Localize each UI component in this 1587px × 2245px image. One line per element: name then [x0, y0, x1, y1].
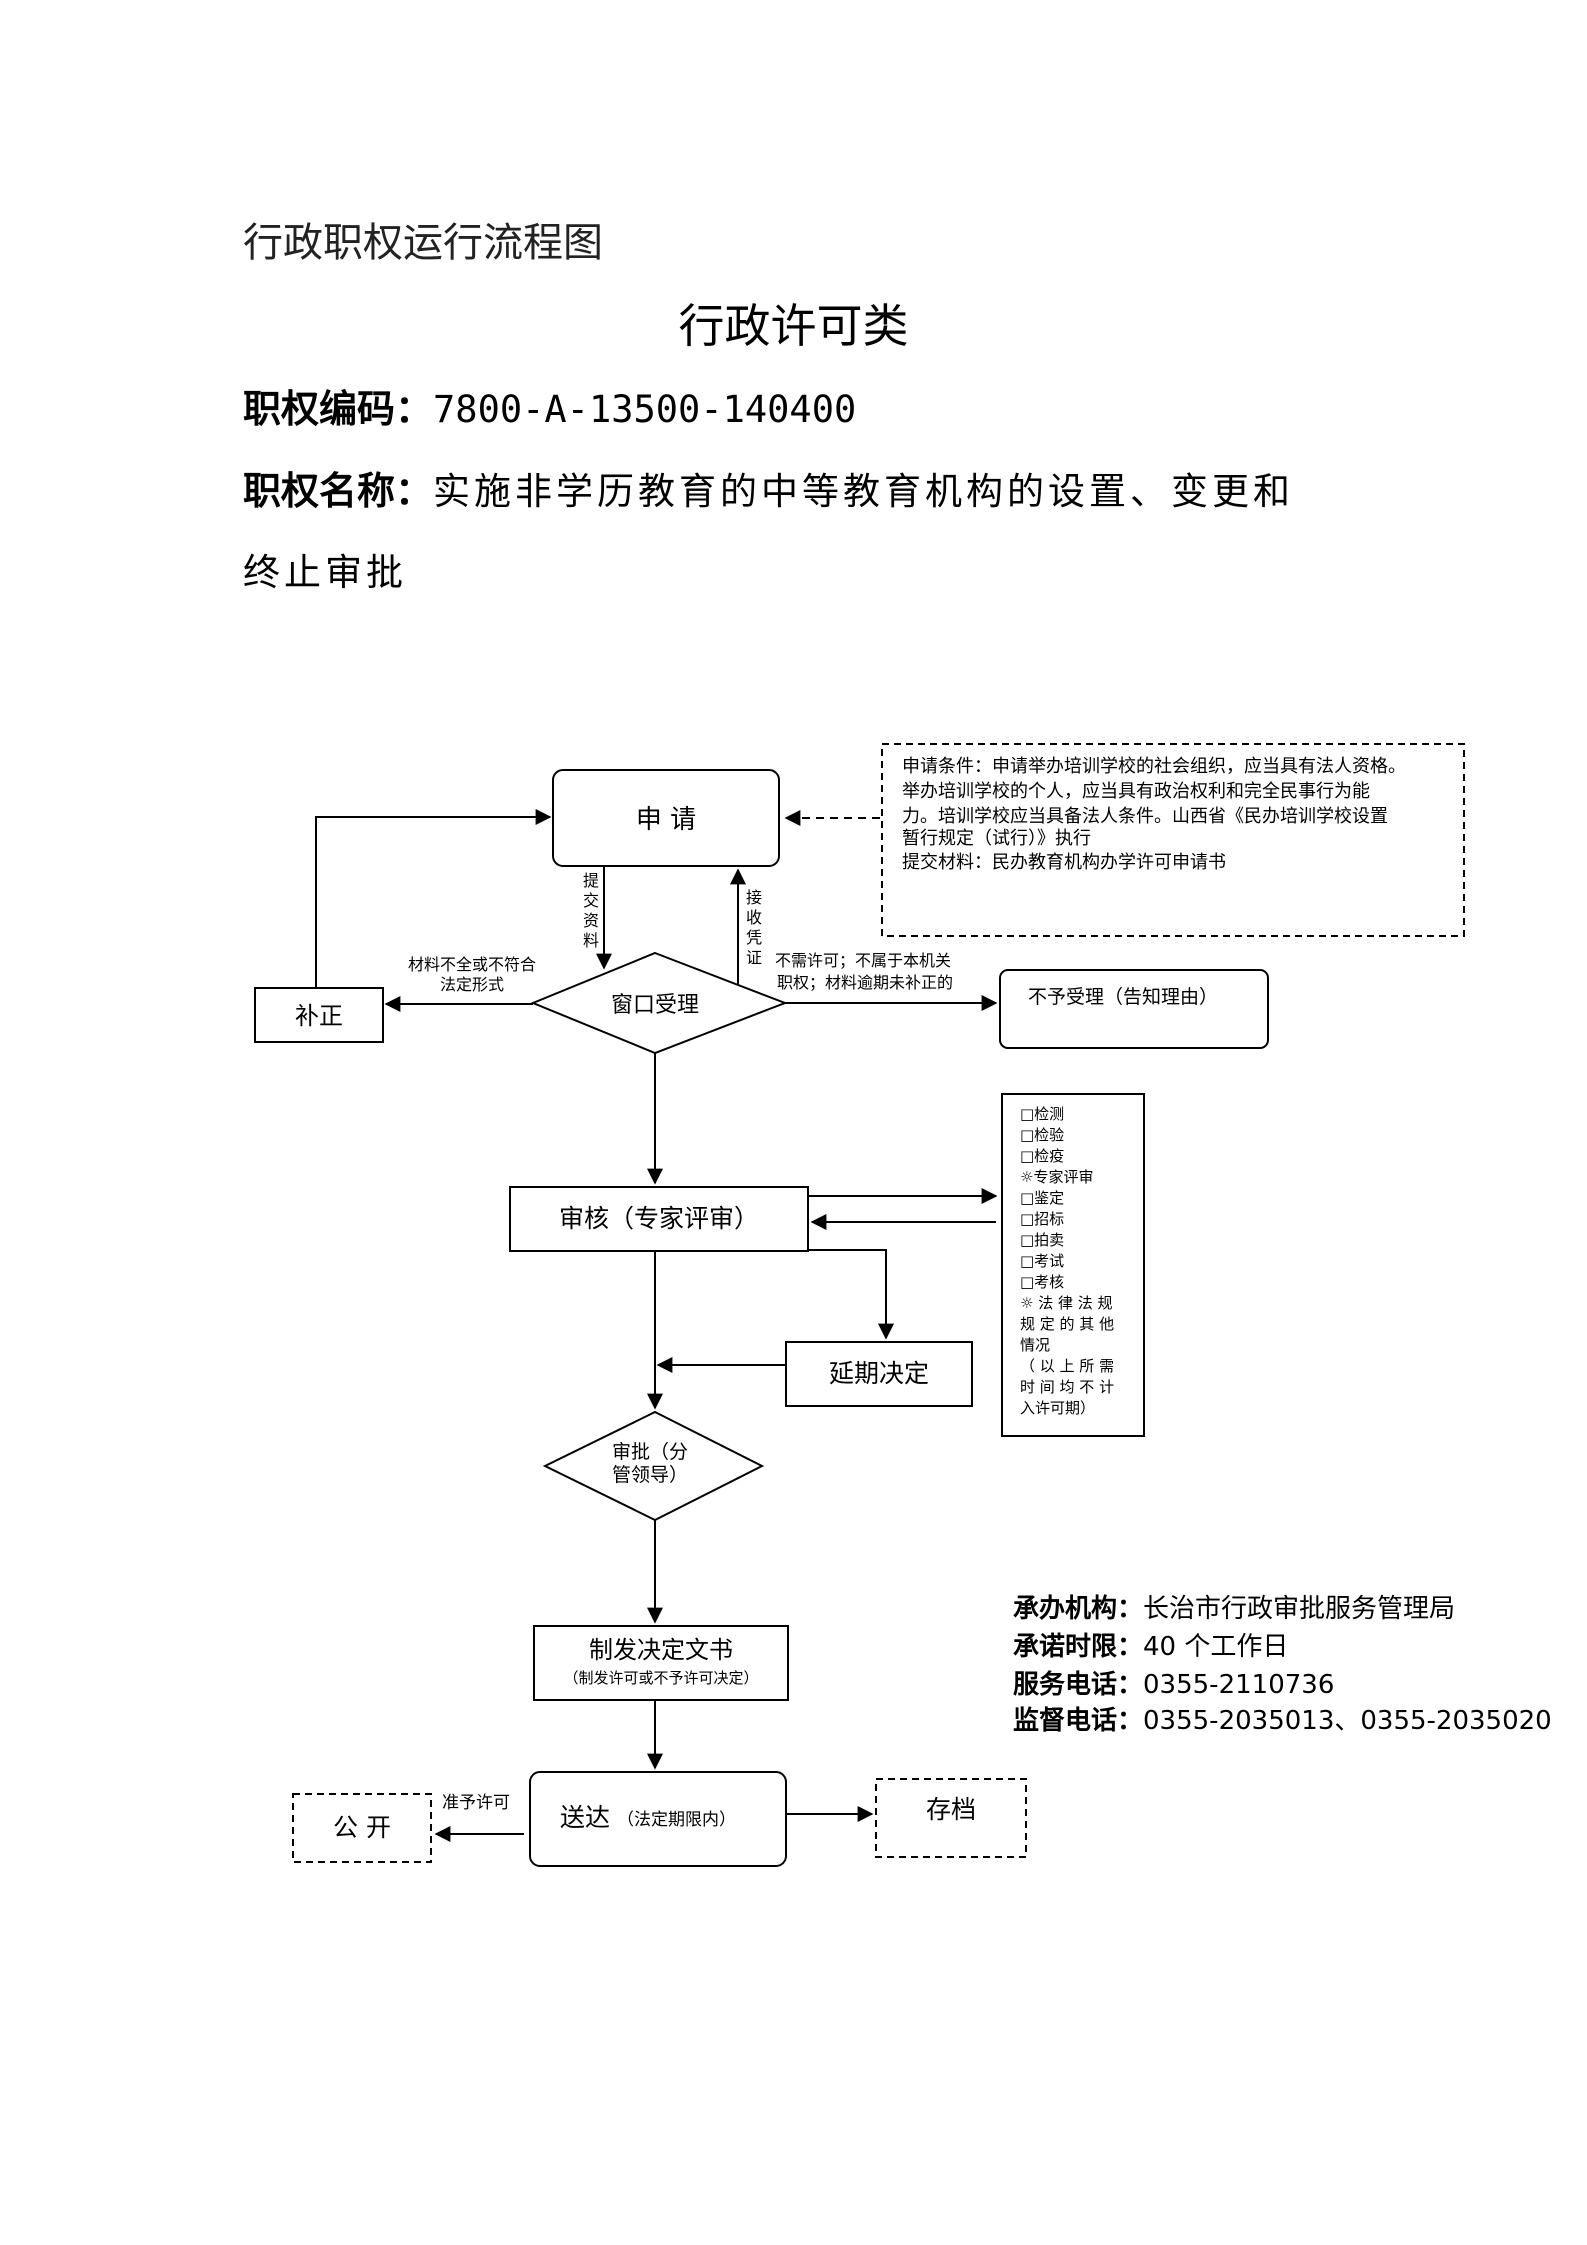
agency-value: 长治市行政审批服务管理局	[1143, 1594, 1456, 1624]
procedure-item: 情况	[1020, 1336, 1050, 1354]
incomplete-label: 材料不全或不符合 法定形式	[408, 955, 536, 994]
procedure-item: □招标	[1020, 1210, 1064, 1228]
supervise-label: 监督电话：	[1013, 1706, 1144, 1736]
window-accept-label: 窗口受理	[611, 993, 699, 1018]
publish-condition-label: 准予许可	[442, 1793, 510, 1813]
archive-box: 存档	[875, 1778, 1027, 1858]
correction-box: 补正	[254, 987, 384, 1043]
procedure-item: （ 以 上 所 需	[1020, 1357, 1114, 1375]
archive-label: 存档	[926, 1795, 976, 1824]
svg-text:收: 收	[746, 908, 762, 927]
name-label: 职权名称：	[243, 469, 434, 513]
reject-box: 不予受理（告知理由）	[999, 969, 1269, 1049]
procedure-item: 时 间 均 不 计	[1020, 1378, 1114, 1396]
procedure-item: □考核	[1020, 1273, 1064, 1291]
conditions-line-2: 举办培训学校的个人，应当具有政治权利和完全民事行为能	[902, 781, 1370, 802]
window-accept-diamond: 窗口受理	[530, 951, 788, 1055]
agency-row: 承办机构：长治市行政审批服务管理局	[1013, 1588, 1455, 1625]
reject-label: 不予受理（告知理由）	[1028, 986, 1218, 1008]
code-value: 7800-A-13500-140400	[433, 388, 857, 431]
svg-text:不需许可；不属于本机关: 不需许可；不属于本机关	[775, 951, 951, 970]
procedure-item: □检测	[1020, 1105, 1064, 1123]
svg-text:材料不全或不符合: 材料不全或不符合	[408, 955, 536, 974]
deadline-row: 承诺时限：40 个工作日	[1013, 1626, 1288, 1663]
conditions-line-1: 申请条件：申请举办培训学校的社会组织，应当具有法人资格。	[902, 756, 1406, 777]
procedure-item: □鉴定	[1020, 1189, 1064, 1207]
page-title: 行政许可类	[678, 299, 909, 353]
reject-condition-label: 不需许可；不属于本机关 职权；材料逾期未补正的	[775, 951, 953, 992]
phone-row: 服务电话：0355-2110736	[1013, 1664, 1334, 1701]
receipt-label: 接 收 凭 证	[746, 888, 762, 967]
svg-text:提: 提	[583, 871, 599, 890]
resubmit-arrow	[315, 809, 552, 988]
procedure-item: 规 定 的 其 他	[1020, 1315, 1114, 1333]
procedures-box: □检测 □检验 □检疫 ☼专家评审 □鉴定 □招标 □拍卖 □考试 □考核 ☼ …	[1001, 1093, 1145, 1437]
deliver-subtitle: （法定期限内）	[617, 1810, 736, 1830]
publish-label: 公 开	[333, 1813, 391, 1842]
svg-text:职权；材料逾期未补正的: 职权；材料逾期未补正的	[777, 973, 953, 992]
correction-label: 补正	[295, 1002, 343, 1030]
deadline-label: 承诺时限：	[1013, 1632, 1144, 1662]
procedure-item: □检疫	[1020, 1147, 1064, 1165]
to-delay-arrow	[808, 1249, 894, 1340]
phone-value: 0355-2110736	[1143, 1670, 1335, 1700]
deadline-value: 40 个工作日	[1143, 1632, 1289, 1662]
name-value-line1: 实施非学历教育的中等教育机构的设置、变更和	[433, 470, 1295, 513]
procedure-item: □考试	[1020, 1252, 1064, 1270]
procedure-item: ☼ 法 律 法 规	[1020, 1294, 1113, 1312]
code-row: 职权编码：7800-A-13500-140400	[243, 378, 856, 433]
approve-diamond: 审批（分 管领导）	[542, 1410, 765, 1522]
deliver-box: 送达 （法定期限内）	[529, 1771, 787, 1867]
procedure-item: ☼专家评审	[1020, 1168, 1093, 1186]
delay-box: 延期决定	[785, 1341, 973, 1407]
publish-box: 公 开	[292, 1793, 432, 1863]
svg-text:证: 证	[746, 948, 762, 967]
approve-label-1: 审批（分	[612, 1441, 688, 1463]
conditions-line-5: 提交材料：民办教育机构办学许可申请书	[902, 852, 1226, 873]
issue-subtitle: （制发许可或不予许可决定）	[563, 1669, 758, 1687]
review-label: 审核（专家评审）	[559, 1204, 759, 1233]
svg-text:法定形式: 法定形式	[440, 975, 504, 994]
svg-text:凭: 凭	[746, 928, 762, 947]
name-value-line2: 终止审批	[243, 551, 407, 594]
procedure-item: □拍卖	[1020, 1231, 1064, 1249]
approve-label-2: 管领导）	[612, 1464, 688, 1486]
code-label: 职权编码：	[243, 387, 434, 431]
submit-label: 提 交 资 料	[583, 871, 599, 950]
apply-box: 申 请	[552, 769, 780, 867]
agency-label: 承办机构：	[1013, 1594, 1144, 1624]
supervise-value: 0355-2035013、0355-2035020	[1143, 1706, 1552, 1736]
svg-text:接: 接	[746, 888, 762, 907]
document-type: 行政职权运行流程图	[243, 220, 603, 266]
svg-text:料: 料	[583, 931, 599, 950]
review-box: 审核（专家评审）	[509, 1186, 809, 1252]
procedure-item: □检验	[1020, 1126, 1064, 1144]
phone-label: 服务电话：	[1013, 1670, 1144, 1700]
conditions-box: 申请条件：申请举办培训学校的社会组织，应当具有法人资格。 举办培训学校的个人，应…	[881, 743, 1465, 937]
svg-text:交: 交	[583, 891, 599, 910]
name-row: 职权名称：实施非学历教育的中等教育机构的设置、变更和	[243, 460, 1294, 515]
svg-text:资: 资	[583, 911, 599, 930]
delay-label: 延期决定	[829, 1359, 929, 1388]
issue-box: 制发决定文书 （制发许可或不予许可决定）	[533, 1625, 789, 1701]
deliver-title: 送达	[560, 1803, 610, 1832]
apply-label: 申 请	[636, 805, 696, 835]
conditions-line-3: 力。培训学校应当具备法人条件。山西省《民办培训学校设置	[902, 806, 1388, 827]
supervise-row: 监督电话：0355-2035013、0355-2035020	[1013, 1700, 1552, 1737]
issue-title: 制发决定文书	[589, 1636, 733, 1664]
procedure-item: 入许可期）	[1020, 1399, 1095, 1417]
conditions-line-4: 暂行规定（试行）》执行	[902, 828, 1091, 849]
